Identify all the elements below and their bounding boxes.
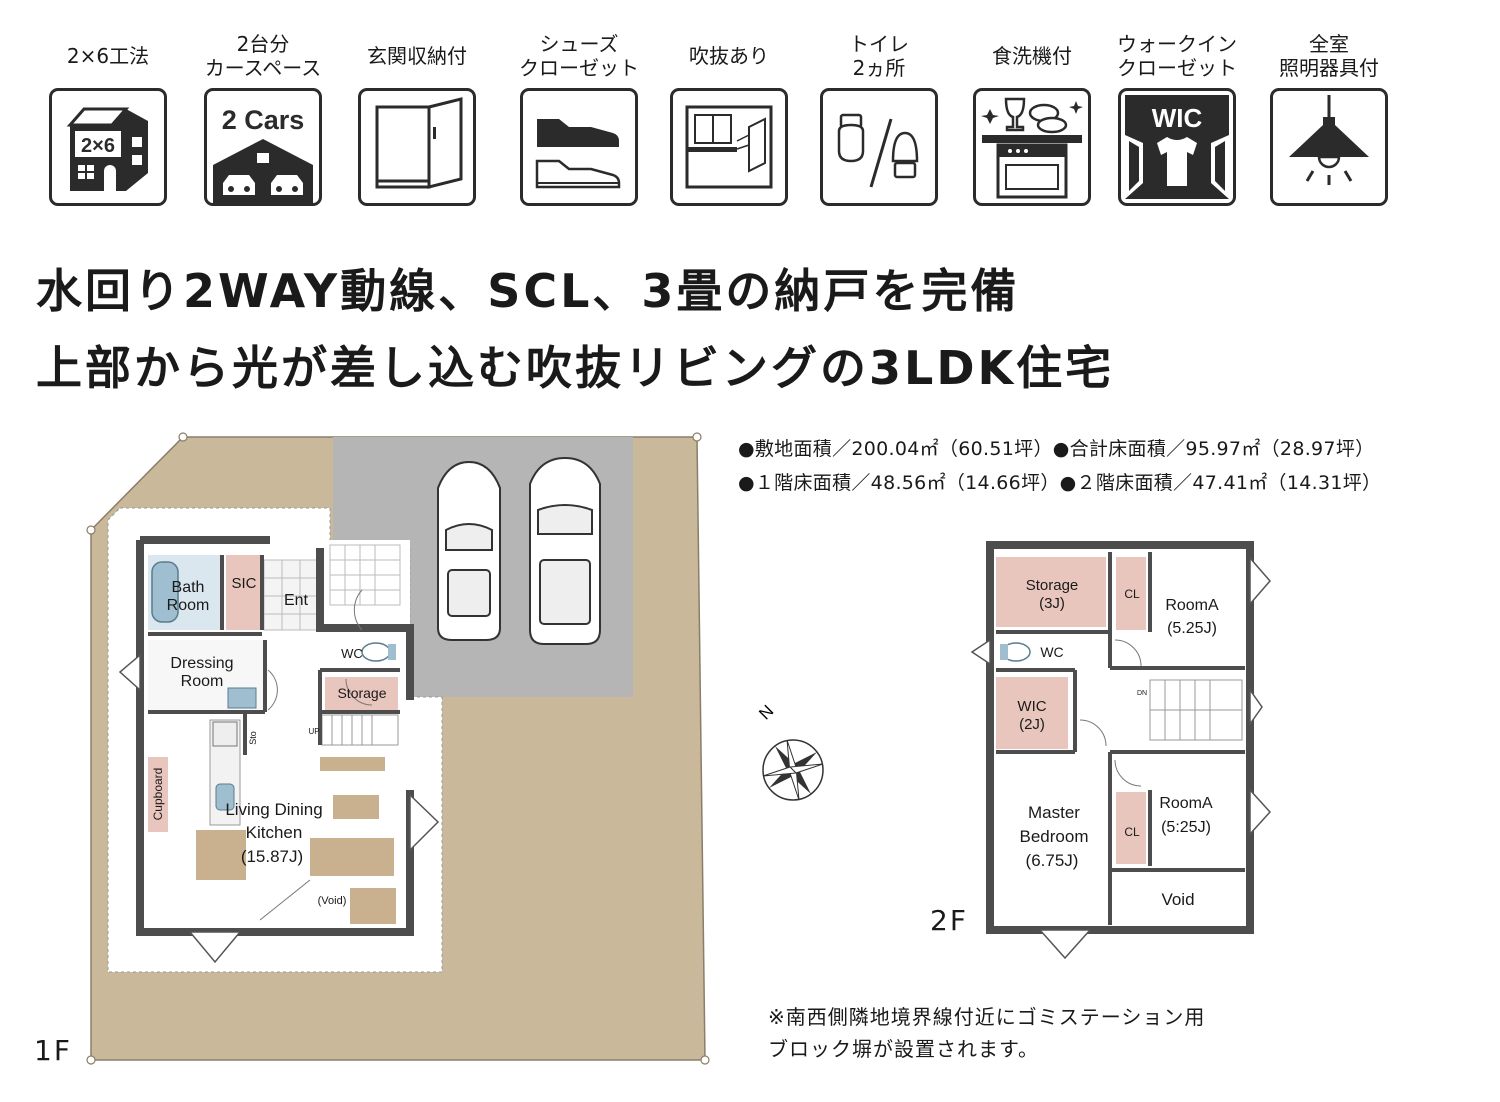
headline-line-1: 水回り2WAY動線、SCL、3畳の納戸を完備 bbox=[36, 264, 1020, 318]
feature-label: 2×6工法 bbox=[66, 44, 150, 68]
label-ldk-3: (15.87J) bbox=[241, 847, 303, 866]
feature-badge: WIC bbox=[1152, 103, 1203, 133]
label-rooma1-1: RoomA bbox=[1165, 597, 1219, 614]
feature-badge: 2×6 bbox=[81, 135, 115, 157]
label-master-3: (6.75J) bbox=[1026, 851, 1079, 870]
car-1 bbox=[437, 460, 501, 641]
feature-two-toilets: トイレ 2ヵ所 bbox=[814, 0, 944, 215]
feature-atrium: 吹抜あり bbox=[664, 0, 794, 215]
area-specs-line-1: ●敷地面積／200.04㎡（60.51坪）●合計床面積／95.97㎡（28.97… bbox=[738, 438, 1375, 460]
label-rooma1-2: (5.25J) bbox=[1167, 620, 1217, 637]
label-rooma2-2: (5:25J) bbox=[1161, 819, 1211, 836]
entrance-cabinet-icon bbox=[375, 97, 463, 189]
feature-icon-frame bbox=[520, 88, 638, 206]
two-by-six-house-icon: 2×6 bbox=[66, 107, 148, 191]
compass-north-label: N bbox=[755, 701, 777, 723]
label-storage-2f-2: (3J) bbox=[1039, 595, 1065, 612]
label-cl-b: CL bbox=[1124, 825, 1140, 839]
label-master-1: Master bbox=[1028, 803, 1080, 822]
feature-lighting: 全室 照明器具付 bbox=[1264, 0, 1394, 215]
label-storage-1f: Storage bbox=[337, 685, 386, 701]
label-storage-2f-1: Storage bbox=[1026, 577, 1079, 594]
label-master-2: Bedroom bbox=[1020, 827, 1089, 846]
feature-icon-frame bbox=[1270, 88, 1388, 206]
label-bath-1: Bath bbox=[172, 579, 205, 596]
feature-label: 全室 照明器具付 bbox=[1279, 32, 1379, 80]
label-dressing-2: Room bbox=[181, 673, 224, 690]
feature-icon-frame bbox=[358, 88, 476, 206]
feature-two-cars: 2台分 カースペース 2 Cars bbox=[198, 0, 328, 215]
label-cl-a: CL bbox=[1124, 587, 1140, 601]
label-sto: Sto bbox=[248, 731, 258, 745]
floor-2-plan bbox=[970, 541, 1272, 960]
label-ldk-2: Kitchen bbox=[246, 823, 303, 842]
label-bath-2: Room bbox=[167, 597, 210, 614]
label-entrance: Ent bbox=[284, 592, 309, 609]
feature-walk-in-closet: ウォークイン クローゼット WIC bbox=[1112, 0, 1242, 215]
feature-badge: 2 Cars bbox=[222, 105, 305, 135]
feature-label: トイレ 2ヵ所 bbox=[849, 32, 909, 80]
headline-line-2: 上部から光が差し込む吹抜リビングの3LDK住宅 bbox=[36, 341, 1115, 395]
feature-icon-frame bbox=[670, 88, 788, 206]
area-specs-line-2: ●１階床面積／48.56㎡（14.66坪）●２階床面積／47.41㎡（14.31… bbox=[738, 472, 1382, 494]
feature-icon-frame: WIC bbox=[1118, 88, 1236, 206]
compass-rose-icon bbox=[762, 739, 824, 801]
label-dn: DN bbox=[1137, 690, 1147, 697]
feature-label: ウォークイン クローゼット bbox=[1117, 32, 1237, 80]
feature-label: 食洗機付 bbox=[992, 44, 1072, 68]
feature-label: 吹抜あり bbox=[689, 44, 769, 68]
feature-icon-frame: 2×6 bbox=[49, 88, 167, 206]
label-rooma2-1: RoomA bbox=[1159, 795, 1213, 812]
feature-two-by-six: 2×6工法 2×6 bbox=[43, 0, 173, 215]
shoes-closet-icon bbox=[535, 119, 621, 189]
two-toilets-icon bbox=[837, 113, 919, 188]
feature-label: シューズ クローゼット bbox=[519, 32, 639, 80]
feature-dishwasher: 食洗機付 bbox=[967, 0, 1097, 215]
label-dressing-1: Dressing bbox=[170, 655, 233, 672]
floor-1-plan bbox=[118, 536, 440, 964]
two-cars-garage-icon: 2 Cars bbox=[213, 105, 313, 203]
pendant-light-icon bbox=[1289, 95, 1369, 185]
label-ldk-1: Living Dining bbox=[225, 800, 322, 819]
label-up: UP bbox=[308, 727, 319, 736]
feature-shoes-closet: シューズ クローゼット bbox=[514, 0, 644, 215]
feature-icon-frame: 2 Cars bbox=[204, 88, 322, 206]
feature-label: 玄関収納付 bbox=[367, 44, 467, 68]
label-wc-2f: WC bbox=[1040, 644, 1063, 660]
feature-icon-frame bbox=[973, 88, 1091, 206]
feature-label: 2台分 カースペース bbox=[204, 32, 322, 80]
label-void-1f: (Void) bbox=[318, 895, 347, 907]
feature-icon-frame bbox=[820, 88, 938, 206]
note-line-2: ブロック塀が設置されます。 bbox=[768, 1037, 1039, 1061]
car-2 bbox=[529, 456, 601, 645]
label-wc-1f: WC bbox=[341, 646, 363, 661]
note-line-1: ※南西側隣地境界線付近にゴミステーション用 bbox=[768, 1005, 1206, 1029]
label-wic-size: (2J) bbox=[1019, 716, 1045, 733]
label-cupboard: Cupboard bbox=[151, 768, 165, 821]
label-void-2f: Void bbox=[1161, 890, 1194, 909]
atrium-window-icon bbox=[685, 105, 773, 189]
label-wic: WIC bbox=[1017, 698, 1046, 715]
floor-2-label: 2F bbox=[930, 904, 968, 937]
dishwasher-icon bbox=[981, 97, 1083, 199]
walk-in-closet-icon: WIC bbox=[1125, 95, 1229, 199]
feature-entrance-cabinet: 玄関収納付 bbox=[352, 0, 482, 215]
floor-1-label: 1F bbox=[34, 1034, 72, 1067]
label-sic: SIC bbox=[231, 575, 256, 592]
